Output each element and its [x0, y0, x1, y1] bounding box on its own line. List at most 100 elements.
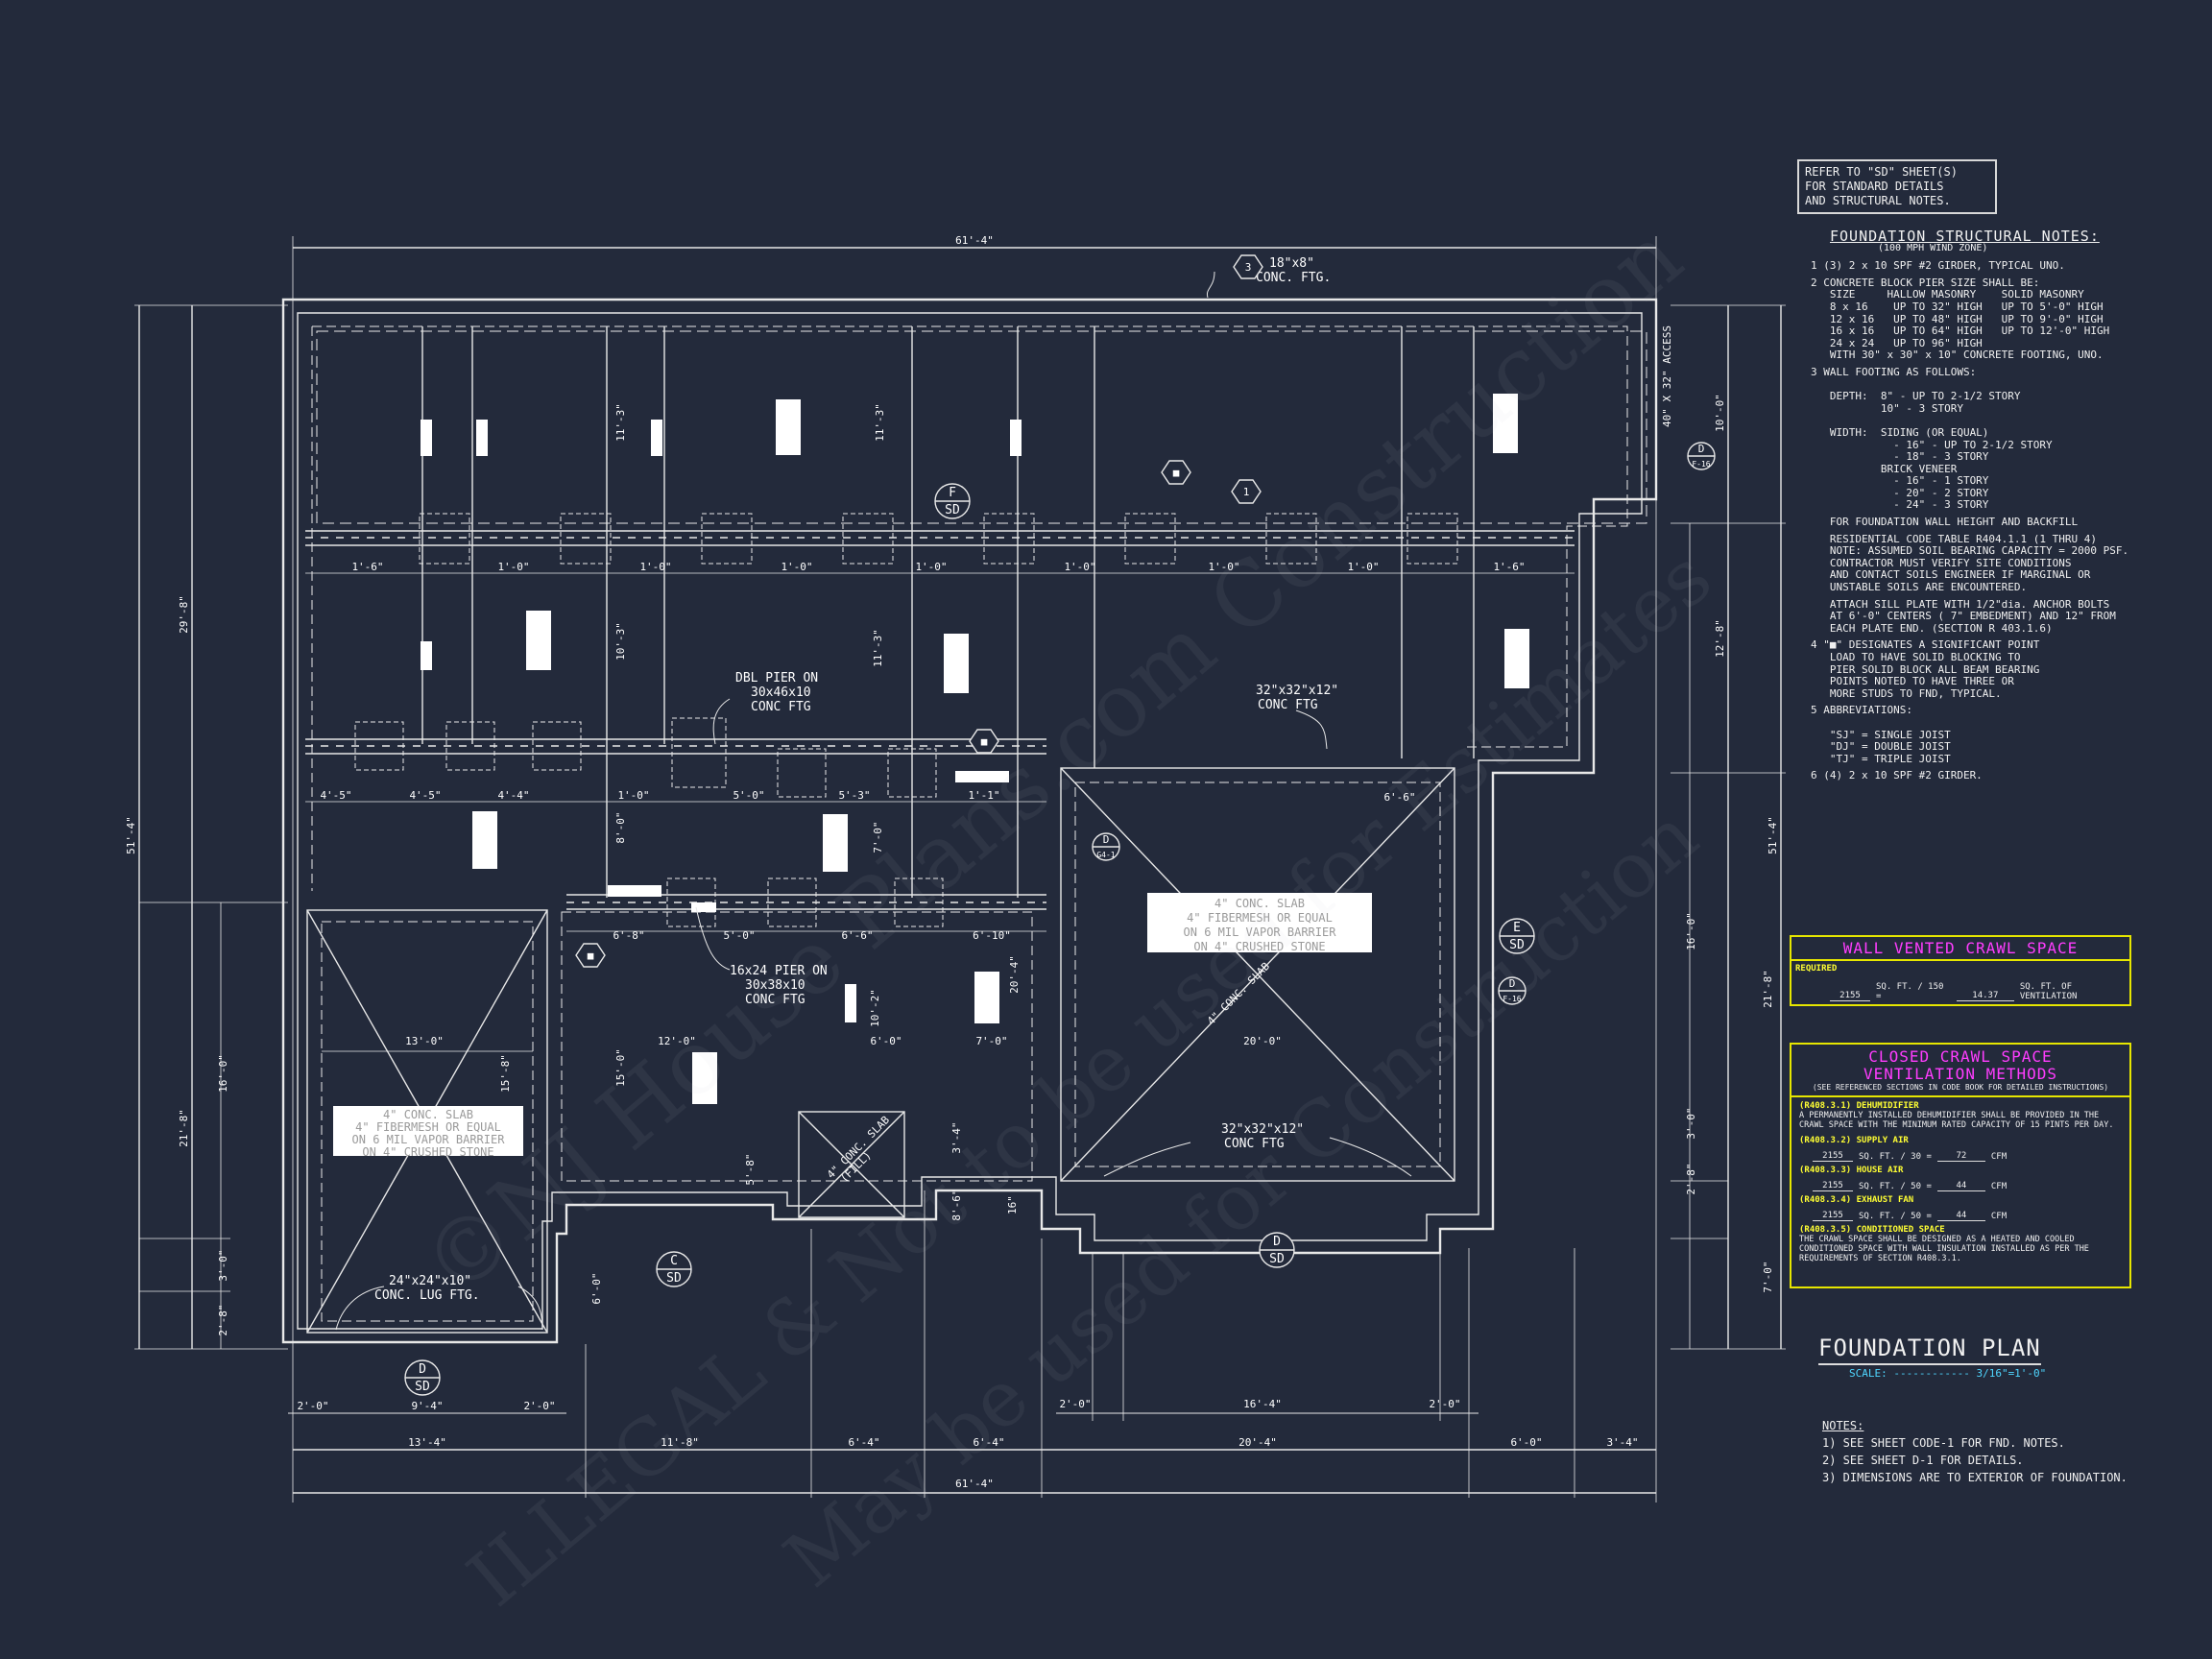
dim-bottom-seg-1: 13'-4"	[408, 1436, 446, 1449]
dim-row2-1: 4'-5"	[320, 789, 351, 802]
label-dbl-pier-1: DBL PIER ON	[735, 671, 818, 685]
svg-text:D: D	[1698, 443, 1705, 455]
closed-crawl-subtitle: (SEE REFERENCED SECTIONS IN CODE BOOK FO…	[1791, 1083, 2129, 1097]
dim-misc-3: 20'-0"	[1243, 1035, 1282, 1047]
dim-bottom-inner-2: 9'-4"	[411, 1400, 443, 1412]
plan-title: FOUNDATION PLAN	[1818, 1334, 2041, 1365]
svg-text:D: D	[1273, 1235, 1281, 1249]
dim-misc-13: 8'-6"	[950, 1189, 963, 1220]
dim-row1-9: 1'-6"	[1493, 561, 1525, 573]
structural-notes-title: FOUNDATION STRUCTURAL NOTES:	[1830, 228, 2100, 245]
slab-label-box-right	[1147, 893, 1372, 952]
dim-row2-2: 4'-5"	[409, 789, 441, 802]
dim-right-b: 12'-8"	[1714, 619, 1726, 658]
dim-vert-4: 11'-3"	[872, 629, 884, 667]
dim-misc-14: 16"	[1006, 1195, 1019, 1214]
dim-row2-5: 5'-0"	[733, 789, 764, 802]
svg-text:F: F	[949, 486, 956, 500]
exhaust-fan-cfm: 44	[1936, 1211, 1985, 1221]
dim-misc-15: 6'-0"	[590, 1272, 603, 1304]
dim-misc-5: 15'-8"	[499, 1054, 512, 1093]
label-pier-32-c: 32"x32"x12"	[1221, 1122, 1304, 1137]
tag-hex-3	[1233, 254, 1263, 279]
pier-pads	[354, 513, 1458, 927]
svg-text:D: D	[419, 1362, 426, 1377]
svg-text:SD: SD	[666, 1271, 682, 1286]
closed-crawl-space: CLOSED CRAWL SPACE VENTILATION METHODS (…	[1790, 1043, 2131, 1288]
dim-bottom-seg-3: 6'-4"	[848, 1436, 879, 1449]
dim-row1-5: 1'-0"	[915, 561, 947, 573]
dim-row1-4: 1'-0"	[781, 561, 812, 573]
tag-hex-square-b	[969, 729, 999, 754]
dim-misc-8: 10'-2"	[869, 989, 881, 1027]
svg-text:C: C	[670, 1254, 678, 1268]
label-ftg-top2: CONC. FTG.	[1256, 271, 1331, 285]
dim-misc-6: 15'-0"	[614, 1048, 627, 1087]
svg-text:1: 1	[1243, 486, 1250, 498]
dim-vert-2: 11'-3"	[874, 403, 886, 442]
solid-blocking	[421, 394, 1529, 1104]
label-pier-32-b: CONC FTG	[1258, 698, 1318, 712]
dim-row1-6: 1'-0"	[1064, 561, 1095, 573]
wall-vented-result: 14.37	[1956, 991, 2014, 1001]
note-2: 2 CONCRETE BLOCK PIER SIZE SHALL BE: SIZ…	[1811, 276, 2110, 362]
foundation-wall-outer	[281, 298, 1658, 1344]
dim-misc-4: 6'-6"	[1383, 791, 1415, 804]
dim-left-b: 3'-0"	[217, 1249, 229, 1281]
dim-row3-2: 5'-0"	[723, 929, 755, 942]
svg-text:■: ■	[981, 735, 988, 748]
svg-text:SD: SD	[415, 1380, 430, 1394]
label-dbl-pier-2: 30x46x10	[751, 685, 811, 700]
svg-text:4" CONC. SLAB: 4" CONC. SLAB	[1214, 897, 1305, 910]
label-pier-32-d: CONC FTG	[1224, 1137, 1285, 1151]
house-air-cfm: 44	[1936, 1181, 1985, 1191]
svg-text:D: D	[1103, 833, 1110, 846]
dim-row1-3: 1'-0"	[639, 561, 671, 573]
label-pier-16-c: CONC FTG	[745, 993, 805, 1007]
svg-text:F-16: F-16	[1692, 460, 1710, 469]
dim-row2-7: 1'-1"	[968, 789, 999, 802]
dim-vert-3: 10'-3"	[614, 622, 627, 661]
dim-bottom-seg-2: 11'-8"	[661, 1436, 699, 1449]
note-3c: RESIDENTIAL CODE TABLE R404.1.1 (1 THRU …	[1829, 532, 2129, 594]
label-pier-32-a: 32"x32"x12"	[1256, 684, 1338, 698]
dim-left-a: 16'-0"	[217, 1054, 229, 1093]
dim-misc-1: 12'-0"	[658, 1035, 696, 1047]
dim-misc-2: 13'-0"	[405, 1035, 444, 1047]
tag-hex-square-c	[575, 943, 606, 968]
dim-right-d: 16'-0"	[1685, 912, 1697, 950]
label-slab-diag: 4" CONC. SLAB	[1205, 960, 1272, 1027]
general-note-1: 1) SEE SHEET CODE-1 FOR FND. NOTES.	[1822, 1436, 2065, 1450]
dim-row2-3: 4'-4"	[497, 789, 529, 802]
svg-text:SD: SD	[1509, 938, 1525, 952]
structural-notes-subtitle: (100 MPH WIND ZONE)	[1878, 242, 1988, 253]
svg-text:■: ■	[588, 950, 594, 962]
dim-misc-11: 5'-8"	[744, 1153, 757, 1185]
closed-crawl-title-2: VENTILATION METHODS	[1863, 1065, 2058, 1083]
note-1: 1 (3) 2 x 10 SPF #2 GIRDER, TYPICAL UNO.	[1811, 259, 2065, 273]
svg-text:ON 6 MIL VAPOR BARRIER: ON 6 MIL VAPOR BARRIER	[1184, 926, 1337, 939]
dim-bottom-inner-3: 2'-0"	[523, 1400, 555, 1412]
dim-overall-bottom: 61'-4"	[955, 1478, 994, 1490]
svg-text:ON 4" CRUSHED STONE: ON 4" CRUSHED STONE	[362, 1145, 493, 1159]
dim-row3-3: 6'-6"	[841, 929, 873, 942]
general-notes-heading: NOTES:	[1822, 1419, 1864, 1432]
dim-bottom-seg-4: 6'-4"	[973, 1436, 1004, 1449]
note-3d: ATTACH SILL PLATE WITH 1/2"dia. ANCHOR B…	[1829, 597, 2116, 635]
label-pier-16-a: 16x24 PIER ON	[730, 964, 828, 978]
dim-right-g: 7'-0"	[1762, 1261, 1774, 1292]
dim-bottom-seg-6: 6'-0"	[1510, 1436, 1542, 1449]
dim-misc-10: 7'-0"	[975, 1035, 1007, 1047]
svg-text:G4-1: G4-1	[1096, 851, 1115, 859]
label-pier-16-b: 30x38x10	[745, 978, 805, 993]
dim-misc-12: 3'-4"	[950, 1121, 963, 1153]
svg-text:E: E	[1513, 921, 1521, 935]
svg-text:■: ■	[1173, 467, 1180, 479]
slab-label-left: 4" CONC. SLAB 4" FIBERMESH OR EQUAL ON 6…	[352, 1108, 506, 1159]
dim-row3-1: 6'-8"	[613, 929, 644, 942]
dim-row3-4: 6'-10"	[973, 929, 1011, 942]
dim-bottom-inner-5: 16'-4"	[1243, 1398, 1282, 1410]
svg-text:4" CONC. SLAB: 4" CONC. SLAB	[383, 1108, 473, 1121]
note-6: 6 (4) 2 x 10 SPF #2 GIRDER.	[1811, 769, 1983, 782]
svg-text:F-16: F-16	[1503, 995, 1521, 1003]
